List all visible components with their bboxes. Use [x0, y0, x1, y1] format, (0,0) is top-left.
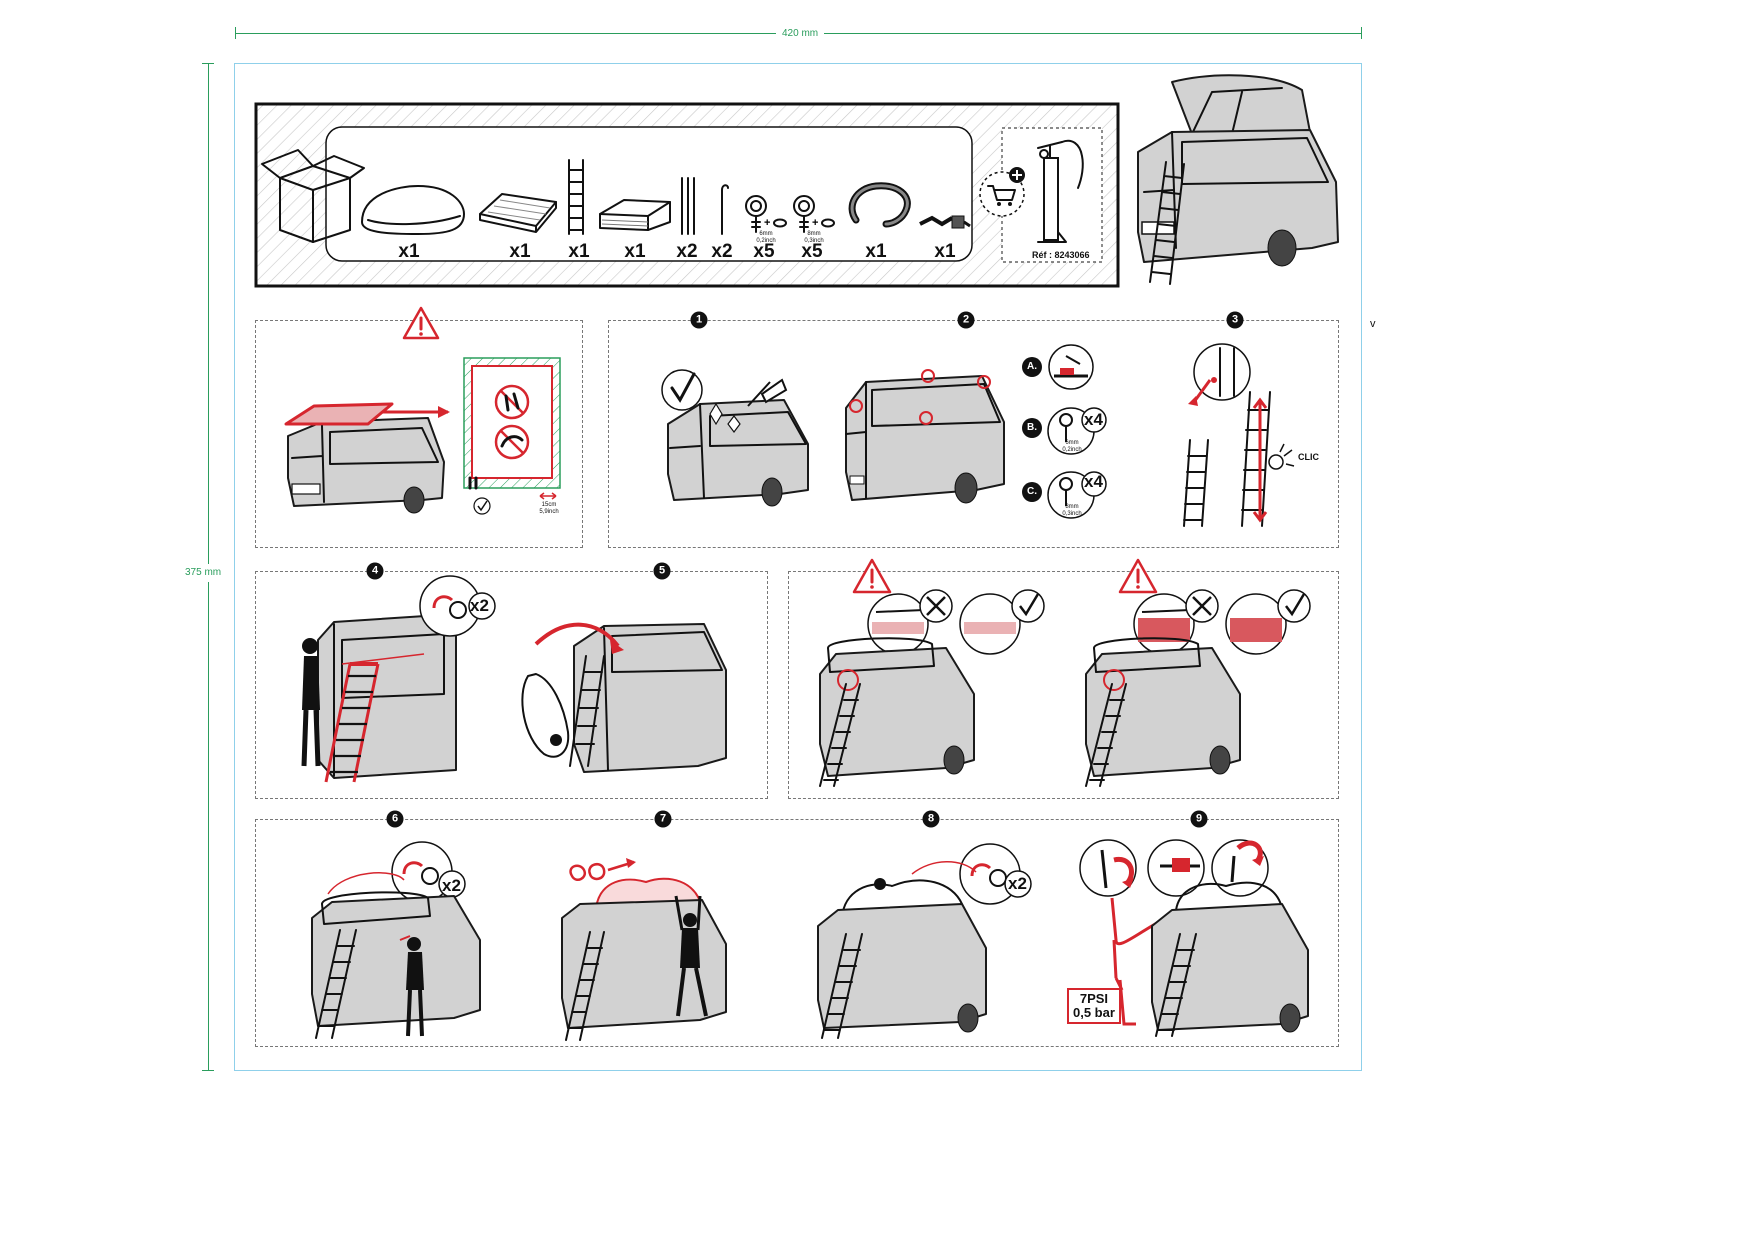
tent-overhang-warning-right [1085, 589, 1311, 787]
hand-pump-icon [1037, 139, 1084, 243]
warning-triangle-icon-left [852, 558, 892, 594]
option-b-count: x4 [1084, 410, 1103, 429]
height-dimension-label: 375 mm [183, 564, 224, 582]
svg-text:+: + [764, 217, 770, 229]
qty-straps: x1 [934, 241, 956, 262]
mattress-icon [479, 193, 557, 233]
hero-van-with-tent [1137, 74, 1339, 285]
pressure-psi: 7PSI [1079, 991, 1109, 1006]
eye-bolt-6mm-icon: + [745, 195, 787, 233]
step-9-inflate-tent-illustration [1079, 839, 1309, 1037]
qty-poles: x2 [676, 241, 698, 262]
step-7-unfold-tent-illustration [561, 858, 727, 1041]
no-standing-zone-diagram [463, 357, 561, 489]
steps-6-9-panel [255, 819, 1339, 1047]
step-9-pressure-label: 7PSI 0,5 bar [1067, 988, 1121, 1024]
height-dimension-tick-top [202, 63, 214, 64]
margin-mark: v [1370, 318, 1376, 330]
clearance-arrow-icon [539, 492, 557, 500]
qty-pegs: x2 [711, 241, 733, 262]
qty-hose: x1 [865, 241, 887, 262]
warning-triangle-icon [402, 306, 440, 340]
tent-overhang-warning-left [819, 589, 1045, 787]
step-8-secure-tent-illustration [817, 843, 1032, 1039]
step-7-badge: 7 [654, 810, 672, 828]
step-5-badge: 5 [653, 562, 671, 580]
option-c-eye-bolt-icon [1047, 471, 1107, 519]
qty-mattress: x1 [509, 241, 531, 262]
option-c-badge: C. [1022, 482, 1042, 502]
step-4-badge: 4 [366, 562, 384, 580]
step-9-badge: 9 [1190, 810, 1208, 828]
step-3-ladder-extend-illustration [1183, 343, 1295, 527]
step-6-badge: 6 [386, 810, 404, 828]
height-dimension-tick-bottom [202, 1070, 214, 1071]
width-dimension-tick-left [235, 27, 236, 39]
option-a-badge: A. [1022, 357, 1042, 377]
steps-4-5-panel [255, 571, 768, 799]
straps-icon [919, 215, 971, 229]
step-6-count: x2 [442, 876, 461, 895]
qty-eye-bolt-6mm: x5 [753, 241, 775, 262]
step-6-strap-tent-illustration [311, 841, 481, 1039]
option-b-badge: B. [1022, 418, 1042, 438]
option-c-count: x4 [1084, 472, 1103, 491]
cardboard-box-icon [261, 149, 365, 243]
van-roof-clearance-illustration [284, 402, 450, 514]
shopping-cart-icon [979, 167, 1025, 217]
step-2-badge: 2 [957, 311, 975, 329]
ladder-icon [568, 159, 584, 235]
pressure-bar: 0,5 bar [1073, 1005, 1115, 1020]
eye-bolt-8mm-icon: + [793, 195, 835, 233]
step-4-count: x2 [470, 596, 489, 615]
qty-tarp: x1 [624, 241, 646, 262]
tent-bag-icon [361, 185, 465, 235]
svg-text:+: + [812, 217, 818, 229]
step-8-badge: 8 [922, 810, 940, 828]
step-5-lift-tent-illustration [521, 622, 727, 773]
step-3-clic-label: CLIC [1298, 452, 1319, 462]
option-b-eye-bolt-icon [1047, 407, 1107, 455]
option-a-rail-clamp-icon [1048, 344, 1094, 390]
step-1-badge: 1 [690, 311, 708, 329]
qty-tent: x1 [398, 241, 420, 262]
hose-icon [848, 182, 911, 228]
step-2-van-mounting-points [845, 369, 1005, 504]
width-dimension-tick-right [1361, 27, 1362, 39]
warning-triangle-icon-right [1118, 558, 1158, 594]
footprint-check-icon [468, 476, 491, 515]
tarp-icon [599, 199, 671, 231]
step-3-badge: 3 [1226, 311, 1244, 329]
peg-icon [721, 184, 729, 235]
qty-ladder: x1 [568, 241, 590, 262]
trim-border [234, 63, 1362, 1071]
step-1-clean-roof-illustration [661, 369, 809, 507]
step-4-ladder-hook-illustration [301, 575, 496, 783]
width-dimension-label: 420 mm [776, 28, 825, 40]
step-8-count: x2 [1008, 874, 1027, 893]
poles-icon [681, 177, 695, 235]
pump-reference: Réf : 8243066 [1032, 250, 1090, 260]
tent-position-warnings-panel [788, 571, 1339, 799]
qty-eye-bolt-8mm: x5 [801, 241, 823, 262]
